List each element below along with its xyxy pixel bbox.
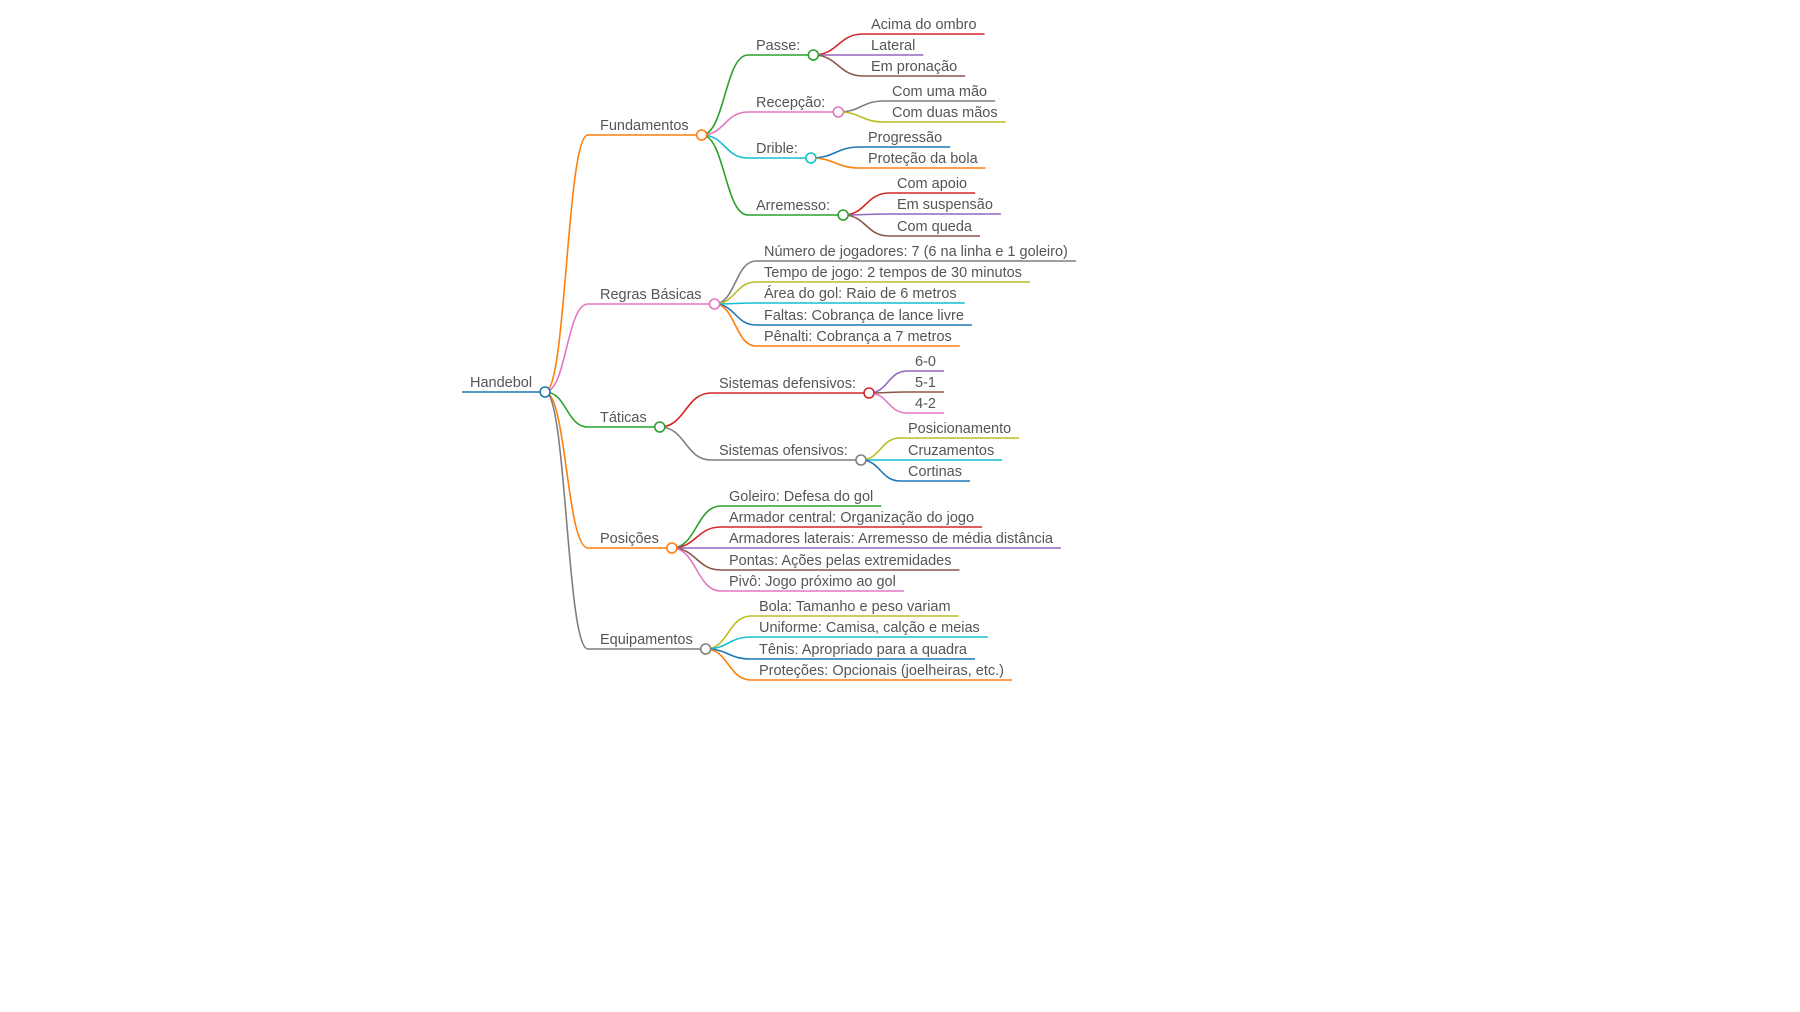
connector-pontas-acoes-pelas-extremidades: [671, 547, 722, 571]
node-label-goleiro-defesa-do-gol: Goleiro: Defesa do gol: [729, 489, 873, 505]
connector-faltas-cobranca-de-lance-livre: [714, 303, 757, 326]
node-circle-sistemas-ofensivos[interactable]: [855, 454, 867, 466]
leaf-label-5-1: 5-1: [915, 375, 936, 391]
leaf-label-protecao-da-bola: Proteção da bola: [868, 151, 979, 167]
connector-cortinas: [860, 459, 901, 482]
branch-label-regras-basicas: Regras Básicas: [600, 287, 702, 303]
connector-4-2: [868, 392, 908, 414]
node-label-faltas-cobranca-de-lance-livre: Faltas: Cobrança de lance livre: [764, 308, 964, 324]
branch-circle-taticas[interactable]: [653, 421, 666, 433]
node-label-arremesso: Arremesso:: [756, 198, 830, 214]
node-label-tenis-apropriado-para-a-quadra: Tênis: Apropriado para a quadra: [759, 642, 968, 658]
leaf-label-cruzamentos: Cruzamentos: [908, 443, 994, 459]
node-layer: Handebol Fundamentos Passe: Acima do ombroL…: [470, 17, 1068, 679]
branch-circle-posicoes[interactable]: [666, 542, 678, 554]
branch-label-equipamentos: Equipamentos: [600, 632, 693, 648]
leaf-label-em-suspensao: Em suspensão: [897, 197, 993, 213]
connector-recepcao: [701, 111, 749, 136]
branch-circle-regras-basicas[interactable]: [708, 298, 721, 310]
connector-tempo-de-jogo-2-tempos-de-30-minutos: [714, 281, 757, 305]
connector-6-0: [868, 370, 908, 394]
leaf-label-com-apoio: Com apoio: [897, 176, 967, 192]
root-node-label: Handebol: [470, 375, 532, 391]
node-label-protecoes-opcionais-joelheiras-etc: Proteções: Opcionais (joelheiras, etc.): [759, 663, 1004, 679]
leaf-label-cortinas: Cortinas: [908, 464, 962, 480]
connector-pivo-jogo-proximo-ao-gol: [671, 547, 722, 592]
node-circle-sistemas-defensivos[interactable]: [863, 387, 875, 399]
node-circle-recepcao[interactable]: [832, 106, 845, 118]
connector-armador-central-organizacao-do-jogo: [671, 526, 722, 549]
connector-com-queda: [843, 214, 890, 237]
branch-label-fundamentos: Fundamentos: [600, 118, 689, 134]
branch-circle-fundamentos[interactable]: [695, 129, 708, 141]
node-label-uniforme-camisa-calcao-e-meias: Uniforme: Camisa, calção e meias: [759, 620, 980, 636]
node-label-sistemas-ofensivos: Sistemas ofensivos:: [719, 443, 848, 459]
connector-posicionamento: [860, 437, 901, 461]
connector-root-equipamentos: [544, 391, 589, 650]
node-label-bola-tamanho-e-peso-variam: Bola: Tamanho e peso variam: [759, 599, 951, 615]
leaf-label-acima-do-ombro: Acima do ombro: [871, 17, 977, 33]
connector-drible: [701, 134, 749, 159]
node-label-numero-de-jogadores-7-6-na-linha-e-1-gol: Número de jogadores: 7 (6 na linha e 1 g…: [764, 244, 1068, 260]
node-label-passe: Passe:: [756, 38, 800, 54]
connector-arremesso: [701, 134, 749, 216]
node-label-armadores-laterais-arremesso-de-media-di: Armadores laterais: Arremesso de média d…: [729, 531, 1054, 547]
connector-progressao: [810, 146, 861, 159]
node-circle-passe[interactable]: [807, 49, 820, 61]
root-node-circle[interactable]: [539, 386, 551, 398]
node-circle-drible[interactable]: [805, 152, 817, 164]
connector-protecao-da-bola: [810, 157, 861, 169]
node-label-armador-central-organizacao-do-jogo: Armador central: Organização do jogo: [729, 510, 974, 526]
node-label-area-do-gol-raio-de-6-metros: Área do gol: Raio de 6 metros: [764, 285, 957, 302]
connector-sistemas-ofensivos: [659, 426, 712, 461]
node-label-pontas-acoes-pelas-extremidades: Pontas: Ações pelas extremidades: [729, 553, 951, 569]
branch-label-taticas: Táticas: [600, 410, 647, 426]
node-label-tempo-de-jogo-2-tempos-de-30-minutos: Tempo de jogo: 2 tempos de 30 minutos: [764, 265, 1022, 281]
connector-em-pronacao: [813, 54, 864, 77]
leaf-label-posicionamento: Posicionamento: [908, 421, 1011, 437]
node-label-pivo-jogo-proximo-ao-gol: Pivô: Jogo próximo ao gol: [729, 574, 896, 590]
node-label-recepcao: Recepção:: [756, 95, 825, 111]
connector-bola-tamanho-e-peso-variam: [705, 615, 752, 650]
connector-com-uma-mao: [838, 100, 885, 113]
leaf-label-lateral: Lateral: [871, 38, 915, 54]
connector-root-fundamentos: [544, 134, 589, 393]
connector-root-regras-basicas: [544, 303, 589, 393]
leaf-label-com-duas-maos: Com duas mãos: [892, 105, 998, 121]
connector-layer: [462, 33, 1076, 681]
branch-label-posicoes: Posições: [600, 531, 659, 547]
connector-passe: [701, 54, 749, 136]
leaf-label-com-uma-mao: Com uma mão: [892, 84, 987, 100]
leaf-label-6-0: 6-0: [915, 354, 936, 370]
connector-acima-do-ombro: [813, 33, 864, 56]
leaf-label-progressao: Progressão: [868, 130, 942, 146]
node-label-penalti-cobranca-a-7-metros: Pênalti: Cobrança a 7 metros: [764, 329, 952, 345]
node-label-sistemas-defensivos: Sistemas defensivos:: [719, 376, 856, 392]
connector-sistemas-defensivos: [659, 392, 712, 428]
node-circle-arremesso[interactable]: [837, 209, 849, 221]
connector-com-duas-maos: [838, 111, 885, 123]
node-label-drible: Drible:: [756, 141, 798, 157]
leaf-label-com-queda: Com queda: [897, 219, 973, 235]
leaf-label-em-pronacao: Em pronação: [871, 59, 957, 75]
connector-com-apoio: [843, 192, 890, 216]
leaf-label-4-2: 4-2: [915, 396, 936, 412]
connector-root-posicoes: [544, 391, 589, 549]
branch-circle-equipamentos[interactable]: [699, 643, 712, 655]
